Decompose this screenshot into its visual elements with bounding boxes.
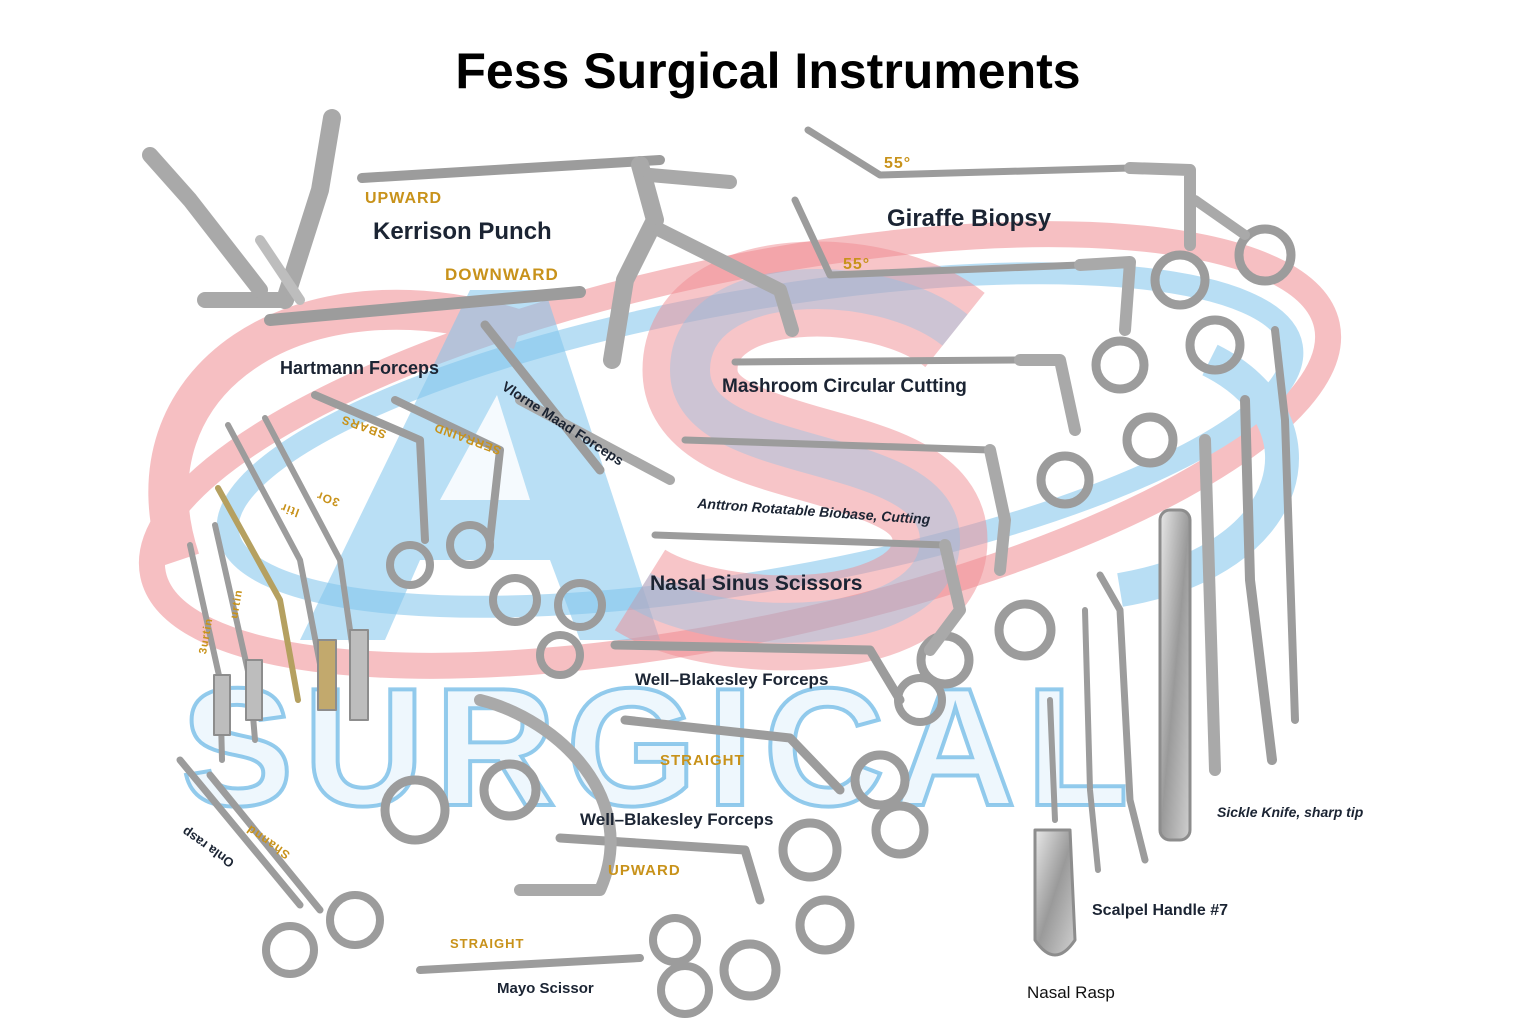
label-sickle-knife: Sickle Knife, sharp tip [1217, 804, 1364, 820]
label-well-blakesley-1: Well–Blakesley Forceps [635, 670, 829, 689]
label-upward-top: UPWARD [365, 190, 443, 207]
suction-tubes-instrument [187, 415, 369, 763]
nasal-sinus-scissors-instrument [651, 531, 966, 656]
label-scalpel-handle: Scalpel Handle #7 [1092, 902, 1229, 919]
sickle-knife-instrument [1199, 326, 1299, 776]
label-mashroom-cutting: Mashroom Circular Cutting [722, 376, 967, 397]
label-mayo-scissor: Mayo Scissor [497, 980, 594, 997]
mashroom-cutting-instrument [731, 354, 1178, 509]
label-kerrison-punch: Kerrison Punch [373, 218, 552, 245]
label-giraffe-angle-1: 55° [884, 155, 912, 172]
elevator-instruments [1082, 571, 1149, 873]
instruments [142, 109, 1299, 1018]
s-shaped-forceps-instrument [380, 631, 617, 896]
well-blakesley-forceps-instrument-2 [620, 715, 929, 882]
nasal-rasp-instrument [1033, 697, 1077, 957]
hemostat-instrument [176, 756, 384, 978]
vlorne-forceps-instrument [480, 320, 675, 631]
hartmann-forceps-instrument [311, 391, 504, 589]
label-nasal-rasp: Nasal Rasp [1027, 983, 1115, 1002]
mayo-scissor-instrument [416, 914, 713, 1018]
label-giraffe-angle-2: 55° [843, 256, 871, 273]
label-nasal-sinus-scissors: Nasal Sinus Scissors [650, 572, 863, 595]
giraffe-biopsy-instrument-1 [804, 126, 1296, 310]
watermark-word: SURGICAL [181, 653, 1138, 841]
kerrison-punch-instrument [357, 155, 799, 369]
page-title: Fess Surgical Instruments [455, 43, 1081, 99]
kerrison-punch-left-instrument [142, 109, 586, 326]
giraffe-biopsy-instrument-2 [791, 196, 1245, 394]
well-blakesley-forceps-instrument-1 [610, 640, 946, 810]
label-hartmann-forceps: Hartmann Forceps [280, 358, 440, 378]
label-straight-2: STRAIGHT [450, 936, 525, 951]
label-well-blakesley-2: Well–Blakesley Forceps [580, 810, 774, 829]
label-straight-1: STRAIGHT [660, 752, 745, 769]
label-giraffe-biopsy: Giraffe Biopsy [887, 205, 1052, 232]
scalpel-handle-instrument [1158, 508, 1192, 842]
upward-forceps-instrument [555, 833, 855, 1001]
label-downward: DOWNWARD [445, 265, 559, 284]
label-upward-bottom: UPWARD [608, 862, 681, 879]
